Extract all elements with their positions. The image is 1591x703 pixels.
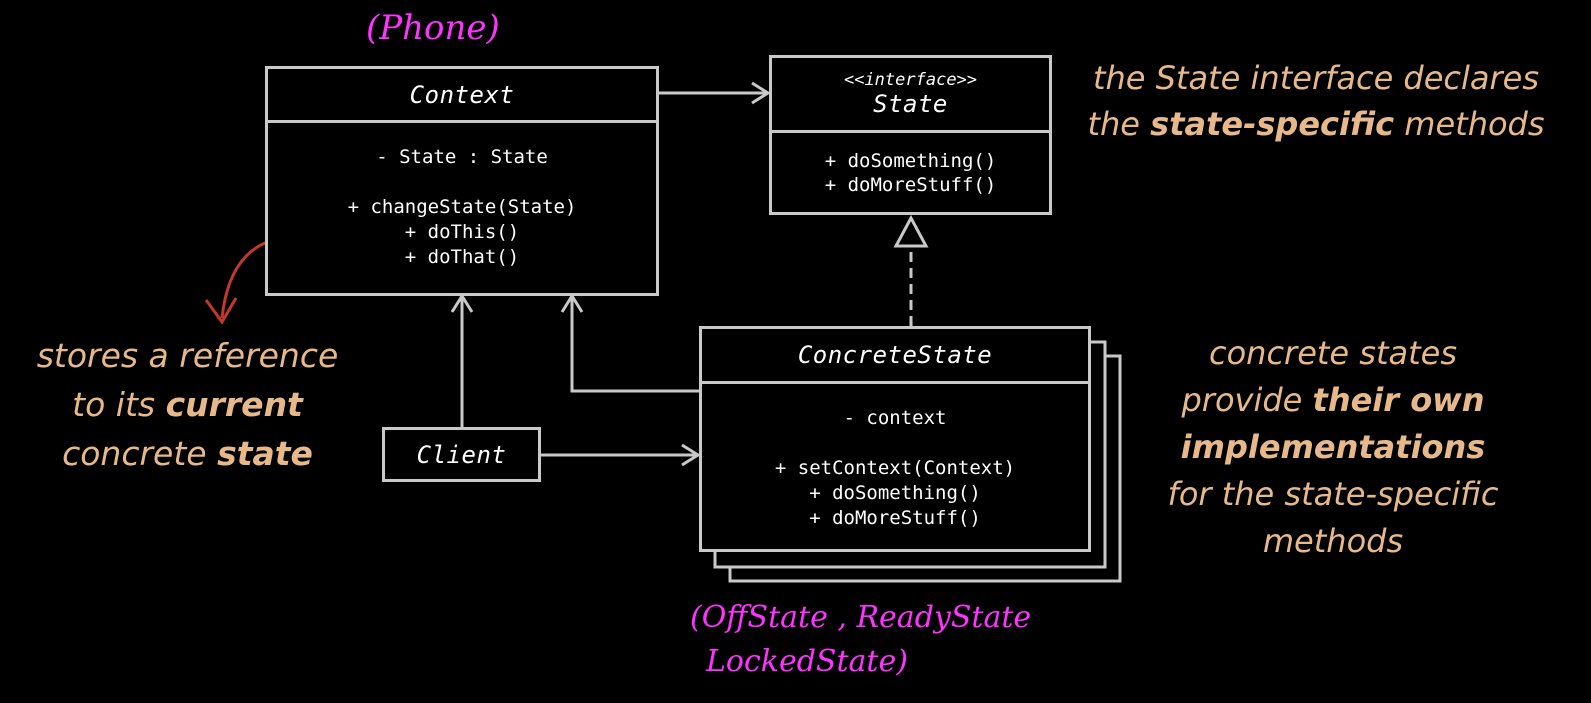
client-to-context-arrow (450, 293, 474, 427)
concrete-state-field: - context (843, 407, 947, 429)
note-emphasis: current (165, 385, 303, 424)
concrete-state-header: ConcreteState (702, 329, 1088, 384)
context-reference-note: stores a reference to its current concre… (10, 331, 365, 478)
context-field: - State : State (376, 146, 548, 168)
note-line: for the state-specific (1167, 475, 1499, 513)
note-emphasis: their own (1312, 381, 1485, 419)
state-method: + doMoreStuff() (824, 174, 997, 196)
note-line: methods (1394, 105, 1545, 143)
client-to-concrete-arrow (541, 443, 701, 467)
note-line: stores a reference (36, 336, 339, 375)
concrete-state-method: + doSomething() (809, 482, 981, 504)
handwritten-context-example: (Phone) (366, 8, 500, 48)
interface-stereotype: <<interface>> (843, 70, 978, 90)
note-emphasis: state-specific (1150, 105, 1395, 143)
client-class-box: Client (382, 427, 541, 482)
note-line: provide (1181, 381, 1313, 419)
context-method: + changeState(State) (347, 196, 577, 218)
state-interface-members: + doSomething() + doMoreStuff() (772, 133, 1049, 197)
state-interface-note: the State interface declares the state-s… (1076, 55, 1556, 147)
note-emphasis: implementations (1180, 428, 1486, 466)
context-method: + doThat() (404, 246, 520, 268)
context-class-header: Context (268, 69, 656, 123)
handwritten-text: (Phone) (366, 8, 500, 48)
realization-arrow (893, 214, 929, 326)
concrete-state-members: - context + setContext(Context) + doSome… (702, 384, 1088, 531)
state-method: + doSomething() (824, 150, 997, 172)
note-line: the State interface declares (1092, 59, 1540, 97)
state-interface-header: <<interface>> State (772, 58, 1049, 133)
concrete-state-class-box: ConcreteState - context + setContext(Con… (699, 326, 1091, 552)
concrete-state-method: + doMoreStuff() (809, 507, 981, 529)
note-emphasis: state (217, 434, 313, 473)
concrete-state-title: ConcreteState (797, 341, 993, 369)
note-line: concrete states (1208, 334, 1458, 372)
note-line: concrete (62, 434, 218, 473)
context-class-members: - State : State + changeState(State) + d… (268, 123, 656, 270)
handwritten-text: LockedState) (706, 644, 908, 679)
context-class-title: Context (409, 80, 515, 109)
note-line: methods (1262, 522, 1404, 560)
concrete-state-method: + setContext(Context) (774, 457, 1016, 479)
context-method: + doThis() (404, 221, 520, 243)
note-line: the (1087, 105, 1151, 143)
note-line: to its (72, 385, 166, 424)
handwritten-text: (OffState , ReadyState (690, 600, 1032, 635)
context-class-box: Context - State : State + changeState(St… (265, 66, 659, 296)
state-interface-box: <<interface>> State + doSomething() + do… (769, 55, 1052, 215)
state-interface-title: State (873, 90, 948, 118)
concrete-to-context-arrow (560, 293, 699, 393)
context-to-state-arrow (658, 81, 771, 105)
client-class-title: Client (416, 440, 507, 469)
concrete-states-note: concrete states provide their own implem… (1138, 330, 1528, 565)
handwritten-concrete-examples: (OffState , ReadyState LockedState) (690, 596, 1031, 684)
